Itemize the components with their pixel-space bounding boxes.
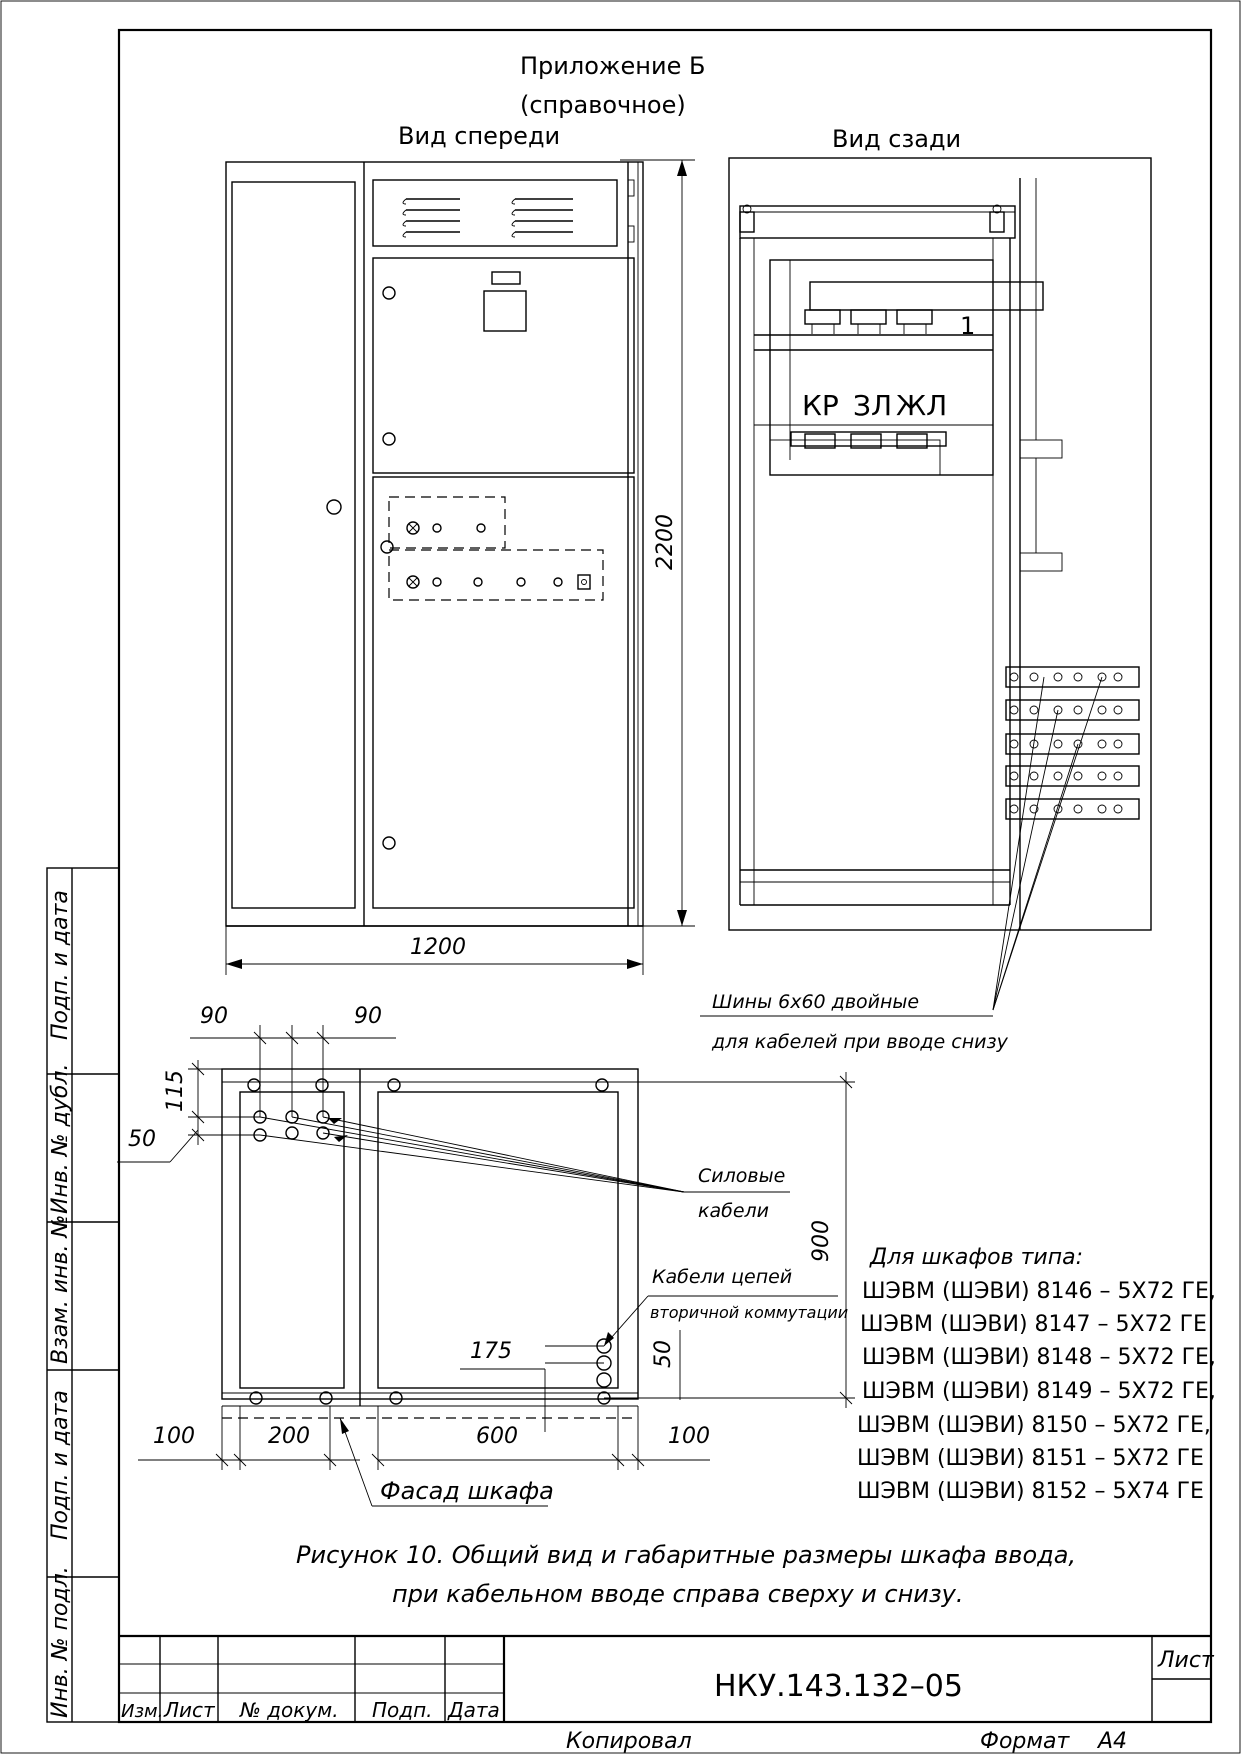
footer-format-value: А4 [1096, 1729, 1127, 1754]
front-view [225, 161, 644, 927]
vent-grille-right [511, 198, 573, 238]
phase-zhl: ЖЛ [896, 389, 947, 422]
dim-600: 600 [476, 1424, 518, 1449]
dim-115: 115 [163, 1070, 188, 1112]
secondary-cables-callout: Кабели цепей вторичной коммутации [603, 1266, 848, 1347]
rear-view-title: Вид сзади [832, 125, 961, 153]
tb-list: Лист [163, 1698, 216, 1722]
phase-zl: ЗЛ [853, 389, 892, 422]
type-item: ШЭВМ (ШЭВИ) 8152 – 5Х74 ГЕ [857, 1479, 1204, 1504]
busbar-callout: Шины 6х60 двойные для кабелей при вводе … [700, 676, 1103, 1053]
dim-90-left: 90 [200, 1004, 228, 1029]
type-item: ШЭВМ (ШЭВИ) 8150 – 5Х72 ГЕ, [857, 1413, 1211, 1438]
dim-175: 175 [470, 1339, 512, 1364]
tb-podp: Подп. [372, 1698, 433, 1722]
tb-sheet-label: Лист [1157, 1648, 1215, 1673]
rear-label-1: 1 [960, 312, 975, 340]
dim-90-right: 90 [354, 1004, 382, 1029]
busbars-text-2: для кабелей при вводе снизу [711, 1031, 1009, 1053]
dim-width-1200: 1200 [410, 935, 466, 960]
figure-caption-line1: Рисунок 10. Общий вид и габаритные разме… [296, 1541, 1076, 1569]
dim-100-right: 100 [668, 1424, 710, 1449]
front-dimensions: 1200 2200 [225, 159, 695, 975]
lower-busbars [1005, 666, 1140, 820]
plan-dimensions: 90 90 115 50 900 175 50 100 200 [117, 1004, 855, 1470]
dim-900: 900 [809, 1220, 834, 1262]
dim-100-left: 100 [153, 1424, 195, 1449]
side-stamps: Подп. и дата Инв. № дубл. Взам. инв. № П… [48, 890, 73, 1718]
title-block: Изм. Лист № докум. Подп. Дата НКУ.143.13… [119, 1634, 1215, 1722]
power-cables-text-2: кабели [698, 1200, 769, 1222]
stamp-inv-podl: Инв. № подл. [48, 1566, 73, 1718]
appendix-note: (справочное) [520, 91, 686, 119]
phase-kr: КР [802, 389, 839, 422]
busbars-text-1: Шины 6х60 двойные [712, 991, 919, 1013]
secondary-cables-text-2: вторичной коммутации [650, 1303, 848, 1322]
facade-text: Фасад шкафа [380, 1477, 554, 1505]
footer-format-label: Формат [980, 1729, 1070, 1754]
figure-caption-line2: при кабельном вводе справа сверху и сниз… [392, 1580, 963, 1608]
indicator-lamps [406, 521, 591, 590]
types-list: Для шкафов типа: ШЭВМ (ШЭВИ) 8146 – 5Х72… [857, 1245, 1216, 1504]
tb-data: Дата [447, 1698, 500, 1722]
doc-number: НКУ.143.132–05 [714, 1669, 963, 1704]
type-item: ШЭВМ (ШЭВИ) 8149 – 5Х72 ГЕ, [862, 1379, 1216, 1404]
type-item: ШЭВМ (ШЭВИ) 8148 – 5Х72 ГЕ, [862, 1345, 1216, 1370]
footer-copied: Копировал [566, 1729, 692, 1754]
tb-doc: № докум. [239, 1698, 339, 1722]
stamp-podp-data-1: Подп. и дата [48, 890, 73, 1040]
secondary-cables-text-1: Кабели цепей [652, 1266, 792, 1288]
stamp-vzam-inv: Взам. инв. № [48, 1215, 73, 1364]
dim-50-right: 50 [651, 1340, 676, 1368]
types-heading: Для шкафов типа: [869, 1245, 1083, 1270]
vent-grille-left [402, 198, 460, 238]
type-item: ШЭВМ (ШЭВИ) 8147 – 5Х72 ГЕ [860, 1312, 1207, 1337]
stamp-inv-dubl: Инв. № дубл. [48, 1063, 73, 1214]
dim-50-left: 50 [128, 1127, 156, 1152]
tb-izm: Изм. [121, 1701, 163, 1722]
power-cables-text-1: Силовые [698, 1165, 785, 1187]
front-view-title: Вид спереди [398, 122, 560, 150]
appendix-title: Приложение Б [520, 52, 705, 80]
dim-200: 200 [268, 1424, 310, 1449]
power-cables-callout: Силовые кабели [259, 1116, 790, 1222]
type-item: ШЭВМ (ШЭВИ) 8151 – 5Х72 ГЕ [857, 1446, 1204, 1471]
stamp-podp-data-2: Подп. и дата [48, 1390, 73, 1540]
type-item: ШЭВМ (ШЭВИ) 8146 – 5Х72 ГЕ, [862, 1279, 1216, 1304]
dim-height-2200: 2200 [653, 514, 678, 570]
rear-view: 1 КР ЗЛ ЖЛ [728, 157, 1152, 931]
facade-callout: Фасад шкафа [339, 1417, 554, 1507]
